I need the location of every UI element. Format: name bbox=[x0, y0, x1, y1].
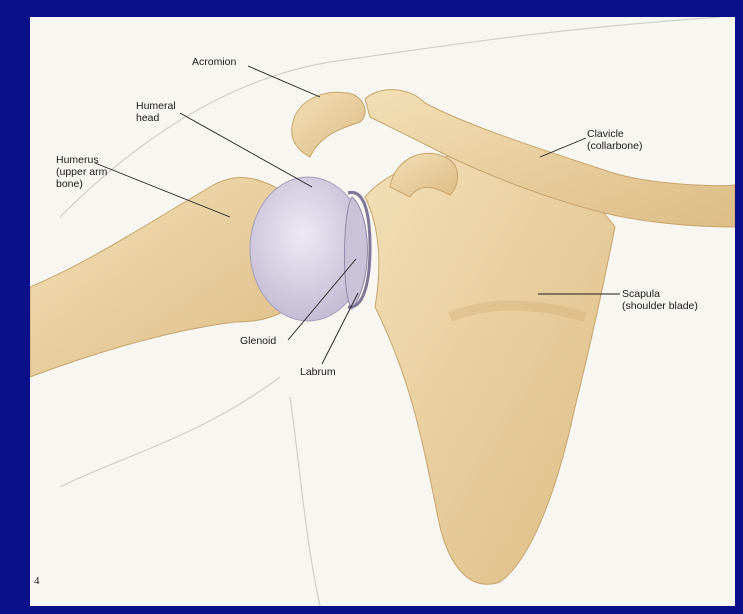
shoulder-anatomy-diagram: Acromion Humeral head Humerus (upper arm… bbox=[30, 17, 735, 606]
labrum-label: Labrum bbox=[300, 366, 336, 378]
clavicle-label: Clavicle (collarbone) bbox=[587, 128, 642, 152]
clavicle-leader bbox=[540, 138, 586, 157]
arm-outline bbox=[60, 377, 280, 487]
humerus-label: Humerus (upper arm bone) bbox=[56, 154, 110, 190]
page-number: 4 bbox=[34, 575, 40, 587]
acromion-bone bbox=[292, 92, 365, 157]
torso-outline bbox=[290, 397, 320, 606]
illustration-panel: Acromion Humeral head Humerus (upper arm… bbox=[30, 17, 735, 606]
scapula-bone bbox=[365, 154, 615, 584]
glenoid-label: Glenoid bbox=[240, 335, 276, 347]
acromion-label: Acromion bbox=[192, 56, 237, 68]
humeral-head-label: Humeral head bbox=[136, 100, 179, 124]
scapula-label: Scapula (shoulder blade) bbox=[622, 288, 698, 312]
